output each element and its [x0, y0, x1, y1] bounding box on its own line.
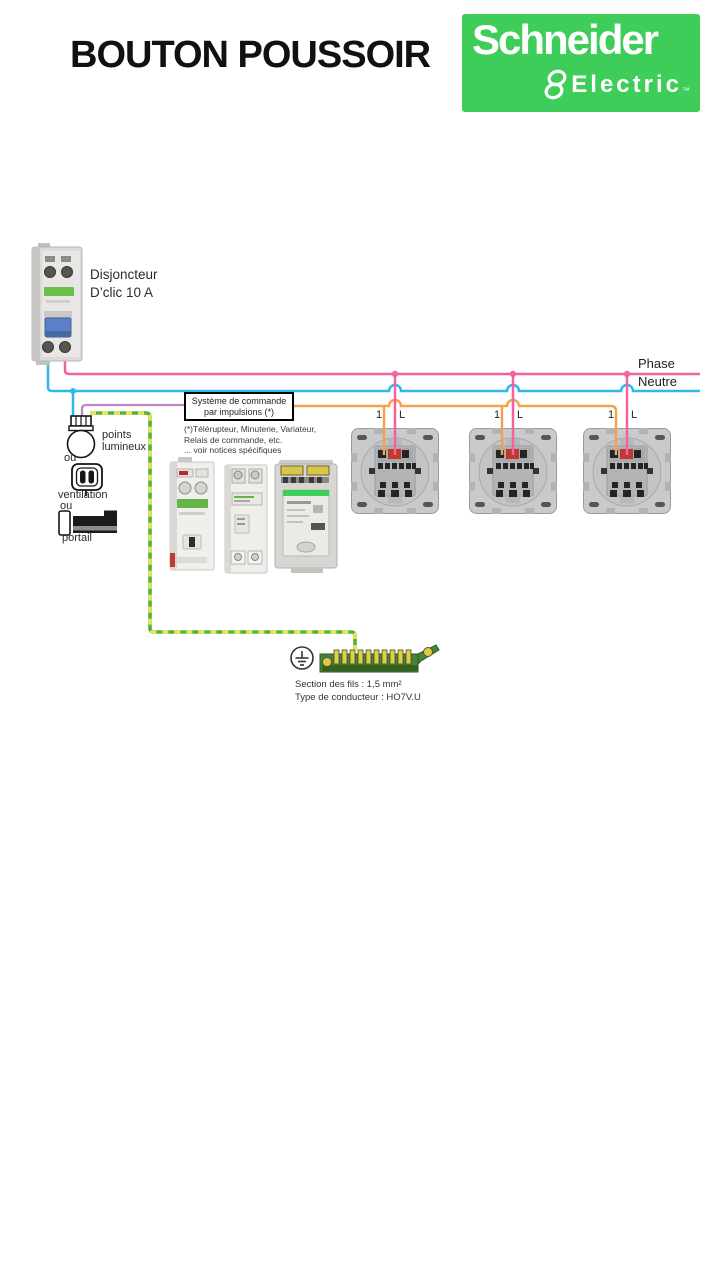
phase-wire	[63, 356, 700, 455]
switch1-terminal-1-label: 1	[376, 409, 383, 421]
gate-icon	[58, 510, 117, 536]
page-title: BOUTON POUSSOIR	[70, 34, 431, 76]
light-bulb-icon	[66, 415, 96, 459]
load-ventilation-label: ventilation	[58, 489, 108, 501]
breaker-label-line1: Disjoncteur	[90, 267, 158, 282]
or-label-2: ou	[60, 500, 73, 512]
control-box-line2: par impulsions (*)	[203, 406, 275, 417]
switch2-terminal-l-label: L	[517, 409, 524, 421]
command-wire	[288, 398, 618, 455]
wire-spec-line2: Type de conducteur : HO7V.U	[295, 692, 421, 703]
switch2-terminal-1-label: 1	[494, 409, 501, 421]
neutral-line-label: Neutre	[638, 374, 678, 389]
control-footnote: (*)Télérupteur, Minuterie, Variateur, Re…	[184, 424, 316, 456]
wire-spec-text: Section des fils : 1,5 mm² Type de condu…	[295, 678, 421, 704]
ventilation-icon	[71, 463, 103, 496]
phase-junction-dot-1	[391, 370, 399, 378]
logo-sub-text: Electric	[571, 71, 682, 98]
minuterie-module-image	[224, 464, 268, 574]
variateur-module-image	[274, 460, 338, 573]
load-points-lumineux-label: points lumineux	[102, 429, 147, 453]
switch3-terminal-1-label: 1	[608, 409, 615, 421]
or-label-1: ou	[64, 452, 77, 464]
switch1-terminal-l-label: L	[399, 409, 406, 421]
logo-brand-text: Schneider	[472, 16, 659, 63]
footnote-line3: ... voir notices spécifiques	[184, 445, 282, 455]
wire-spec-line1: Section des fils : 1,5 mm²	[295, 679, 402, 690]
phase-junction-dot-3	[623, 370, 631, 378]
logo-trademark: ™	[682, 86, 690, 95]
circuit-breaker-image	[31, 243, 83, 365]
telerupteur-module-image	[169, 457, 215, 571]
breaker-label-line2: D’clic 10 A	[90, 285, 154, 300]
switch3-terminal-l-label: L	[631, 409, 638, 421]
neutral-junction-dot	[70, 388, 76, 394]
load-portail-label: portail	[62, 532, 92, 544]
control-box-line1: Système de commande	[191, 396, 287, 406]
phase-junction-dot-2	[509, 370, 517, 378]
push-button-switch-2	[469, 428, 557, 514]
earth-wire-dashes	[90, 411, 357, 650]
schneider-logo: Schneider Electric ™	[462, 14, 700, 112]
breaker-label: Disjoncteur D’clic 10 A	[90, 266, 158, 302]
return-wire	[80, 403, 184, 420]
earth-symbol-icon	[290, 646, 314, 670]
earth-terminal-block-image	[319, 644, 440, 673]
neutral-wire	[46, 356, 700, 420]
footnote-line1: (*)Télérupteur, Minuterie, Variateur,	[184, 424, 317, 434]
footnote-line2: Relais de commande, etc.	[184, 434, 283, 445]
wiring-diagram	[46, 356, 700, 650]
phase-line-label: Phase	[638, 356, 675, 371]
control-system-box: Système de commande par impulsions (*)	[184, 392, 294, 421]
schneider-symbol-icon	[544, 69, 567, 100]
logo-subrow: Electric ™	[541, 68, 690, 102]
